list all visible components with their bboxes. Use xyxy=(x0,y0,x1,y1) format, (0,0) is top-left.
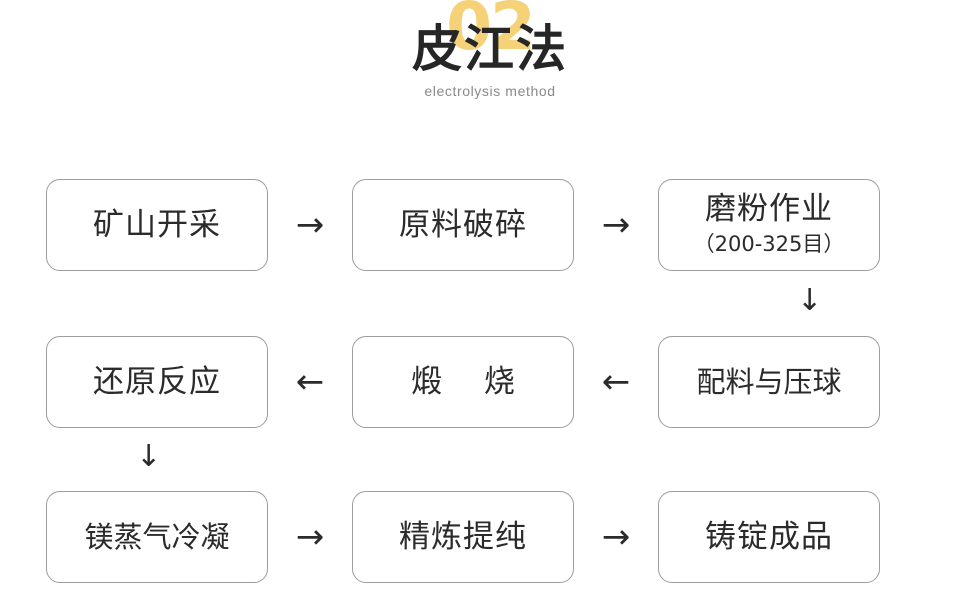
flow-node-label: 精炼提纯 xyxy=(399,518,527,555)
flow-node-label: 铸锭成品 xyxy=(705,518,833,555)
arrow-right-icon: → xyxy=(601,205,631,245)
flow-node-reduction[interactable]: 还原反应 xyxy=(46,336,268,428)
arrow-down-icon: ↓ xyxy=(797,283,823,318)
flow-node-sublabel: （200-325目） xyxy=(693,231,845,256)
title-block: 02 皮江法 xyxy=(412,0,568,78)
flow-node-ingot-product[interactable]: 铸锭成品 xyxy=(658,491,880,583)
flow-node-calcination[interactable]: 煅 烧 xyxy=(352,336,574,428)
flow-node-crushing[interactable]: 原料破碎 xyxy=(352,179,574,271)
flow-row-2: 还原反应 ← 煅 烧 ← 配料与压球 xyxy=(0,335,980,429)
process-flow-diagram: 矿山开采 → 原料破碎 → 磨粉作业 （200-325目） ↓ 还原反应 ← 煅… xyxy=(0,150,980,610)
page-subtitle: electrolysis method xyxy=(424,83,556,99)
arrow-right-icon: → xyxy=(295,517,325,557)
flow-node-label: 镁蒸气冷凝 xyxy=(84,519,230,554)
flow-node-batching-briquetting[interactable]: 配料与压球 xyxy=(658,336,880,428)
flow-node-label: 还原反应 xyxy=(93,363,221,400)
flow-node-label: 磨粉作业 xyxy=(705,191,833,228)
flow-row-3: 镁蒸气冷凝 → 精炼提纯 → 铸锭成品 xyxy=(0,490,980,584)
flow-node-vapor-condensation[interactable]: 镁蒸气冷凝 xyxy=(46,491,268,583)
flow-node-label: 煅 烧 xyxy=(411,363,531,400)
arrow-down-icon: ↓ xyxy=(136,439,162,474)
arrow-left-icon: ← xyxy=(601,362,631,402)
flow-node-label: 原料破碎 xyxy=(399,206,527,243)
arrow-right-icon: → xyxy=(295,205,325,245)
flow-node-label: 矿山开采 xyxy=(93,206,221,243)
flow-node-refining[interactable]: 精炼提纯 xyxy=(352,491,574,583)
arrow-right-icon: → xyxy=(601,517,631,557)
flow-node-label: 配料与压球 xyxy=(696,364,842,399)
step-number-watermark: 02 xyxy=(446,0,536,65)
flow-node-mining[interactable]: 矿山开采 xyxy=(46,179,268,271)
page-header: 02 皮江法 electrolysis method xyxy=(0,0,980,150)
flow-row-1: 矿山开采 → 原料破碎 → 磨粉作业 （200-325目） xyxy=(0,178,980,272)
flow-node-grinding[interactable]: 磨粉作业 （200-325目） xyxy=(658,179,880,271)
arrow-left-icon: ← xyxy=(295,362,325,402)
page-title: 皮江法 xyxy=(412,20,568,78)
